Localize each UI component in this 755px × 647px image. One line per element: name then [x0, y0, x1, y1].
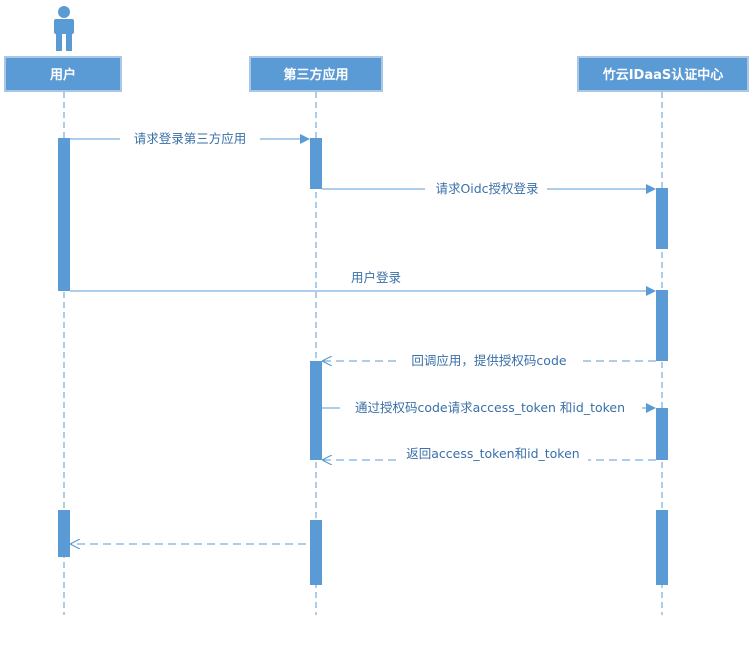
message-3: 用户登录	[70, 270, 656, 296]
message-2: 请求Oidc授权登录	[322, 181, 656, 197]
activation-idaas-2	[656, 290, 668, 361]
message-6: 返回access_token和id_token	[323, 446, 656, 462]
message-1-label: 请求登录第三方应用	[134, 131, 247, 146]
activation-app-2	[310, 361, 322, 460]
message-5: 通过授权码code请求access_token 和id_token	[322, 400, 656, 416]
activation-idaas-1	[656, 188, 668, 249]
participant-idaas-label: 竹云IDaaS认证中心	[602, 67, 724, 83]
activation-idaas-3	[656, 408, 668, 460]
message-2-label: 请求Oidc授权登录	[435, 181, 538, 196]
activation-user-2	[58, 510, 70, 557]
participant-idaas: 竹云IDaaS认证中心	[577, 56, 749, 92]
participant-user-label: 用户	[49, 67, 76, 83]
actor-icon	[54, 6, 74, 51]
message-5-label: 通过授权码code请求access_token 和id_token	[355, 400, 625, 415]
message-3-label: 用户登录	[351, 270, 401, 285]
message-6-label: 返回access_token和id_token	[406, 446, 579, 461]
participant-app: 第三方应用	[249, 56, 383, 92]
activation-user-1	[58, 138, 70, 291]
participant-user: 用户	[4, 56, 122, 92]
message-1: 请求登录第三方应用	[70, 131, 310, 147]
activation-app-3	[310, 520, 322, 585]
message-4-label: 回调应用，提供授权码code	[411, 353, 566, 368]
participant-app-label: 第三方应用	[283, 67, 348, 83]
activation-idaas-4	[656, 510, 668, 585]
message-4: 回调应用，提供授权码code	[323, 353, 656, 369]
activation-app-1	[310, 138, 322, 189]
